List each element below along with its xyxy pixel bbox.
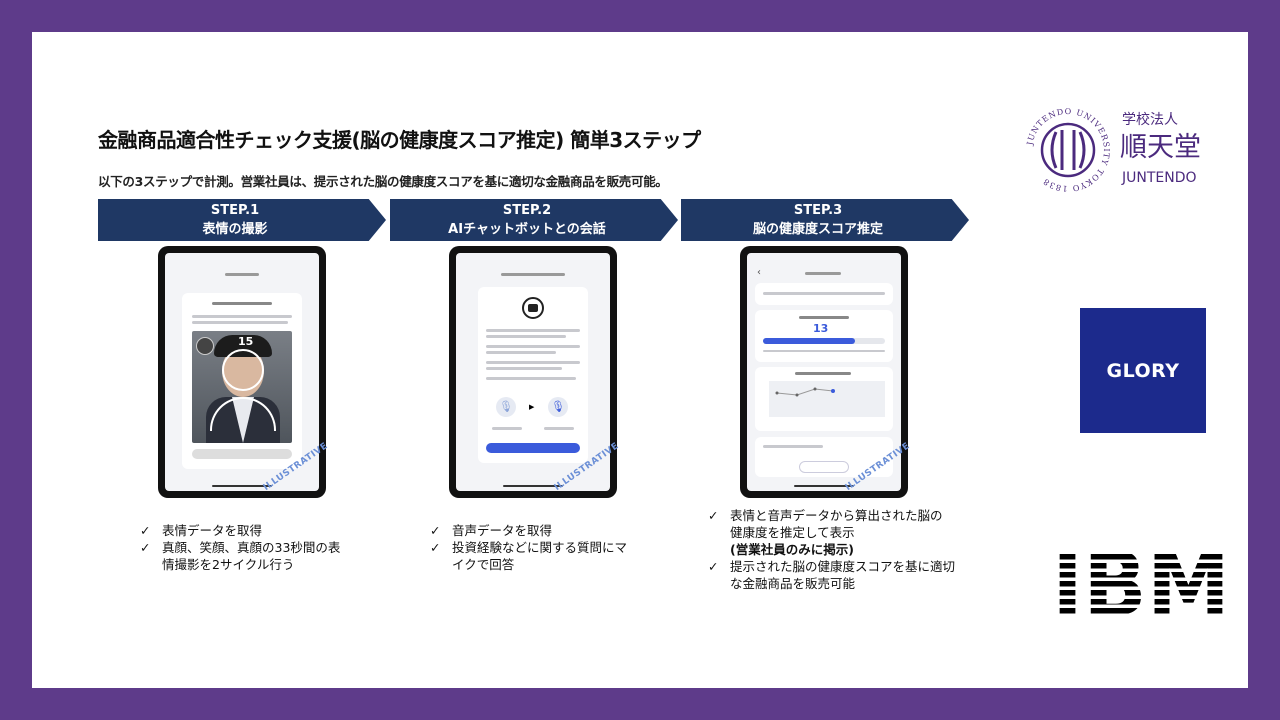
bullet-text: 提示された脳の健康度スコアを基に適切な金融商品を販売可能 — [730, 559, 956, 591]
mic-icon[interactable]: 🎙 — [548, 397, 568, 417]
profile-summary — [755, 283, 893, 305]
juntendo-en: JUNTENDO — [1122, 170, 1197, 186]
step-2-bullets: ✓音声データを取得 ✓投資経験などに関する質問にマイクで回答 — [430, 522, 660, 573]
ibm-logo: IBM — [1052, 533, 1232, 636]
svg-text:IBM: IBM — [1052, 545, 1230, 617]
score-bar — [763, 338, 885, 344]
step-label: STEP.2 — [502, 203, 552, 218]
step-3-banner: STEP.3 脳の健康度スコア推定 — [681, 199, 969, 241]
step-1-bullets: ✓表情データを取得 ✓真顔、笑顔、真顔の33秒間の表情撮影を2サイクル行う — [140, 522, 370, 573]
step-label: STEP.1 — [210, 203, 260, 218]
tablet-score-summary: ‹ 13 — [740, 246, 908, 498]
score-trend-chart — [755, 367, 893, 431]
step-3-bullets: ✓表情と音声データから算出された脳の健康度を推定して表示(営業社員のみに掲示) … — [708, 507, 968, 592]
chatbot-icon — [522, 297, 544, 319]
mic-icon[interactable]: 🎙 — [496, 397, 516, 417]
save-memo-button[interactable] — [799, 461, 849, 473]
juntendo-kanji: 順天堂 — [1120, 132, 1201, 163]
tablet-ai-chat: 🎙 ▶ 🎙 — [449, 246, 617, 498]
juntendo-corp-text: 学校法人 — [1122, 112, 1178, 128]
capture-card: 15 — [182, 293, 302, 469]
bullet-note: (営業社員のみに掲示) — [730, 542, 854, 557]
step-label: STEP.3 — [793, 203, 843, 218]
step-1-banner: STEP.1 表情の撮影 — [98, 199, 386, 241]
juntendo-logo: JUNTENDO UNIVERSITY TOKYO 1838 学校法人 順天堂 … — [1025, 107, 1201, 196]
slide-subtitle: 以下の3ステップで計測。営業社員は、提示された脳の健康度スコアを基に適切な金融商… — [98, 174, 668, 189]
bullet-text: 表情データを取得 — [162, 523, 263, 538]
play-icon: ▶ — [529, 403, 535, 411]
face-photo: 15 — [192, 331, 292, 443]
bullet-text: 音声データを取得 — [452, 523, 553, 538]
svg-text:JUNTENDO UNIVERSITY TOKYO 1838: JUNTENDO UNIVERSITY TOKYO 1838 — [1026, 108, 1110, 192]
bullet-text: 投資経験などに関する質問にマイクで回答 — [452, 540, 628, 572]
next-button[interactable] — [486, 443, 580, 453]
step-name: 脳の健康度スコア推定 — [752, 222, 883, 237]
step-name: 表情の撮影 — [202, 222, 268, 237]
slide-title: 金融商品適合性チェック支援(脳の健康度スコア推定) 簡単3ステップ — [98, 128, 701, 152]
memo-card[interactable] — [755, 437, 893, 477]
bullet-text: 表情と音声データから算出された脳の健康度を推定して表示 — [730, 508, 943, 540]
back-icon[interactable]: ‹ — [757, 267, 761, 278]
step-name: AIチャットボットとの会話 — [448, 222, 606, 237]
brain-score: 13 — [813, 322, 829, 335]
glory-logo: GLORY — [1080, 308, 1206, 433]
tablet-face-capture: 15 — [158, 246, 326, 498]
bullet-text: 真顔、笑顔、真顔の33秒間の表情撮影を2サイクル行う — [162, 540, 341, 572]
next-button[interactable] — [192, 449, 292, 459]
score-card: 13 — [755, 310, 893, 362]
chat-card: 🎙 ▶ 🎙 — [478, 287, 588, 463]
countdown-timer: 15 — [238, 335, 254, 348]
